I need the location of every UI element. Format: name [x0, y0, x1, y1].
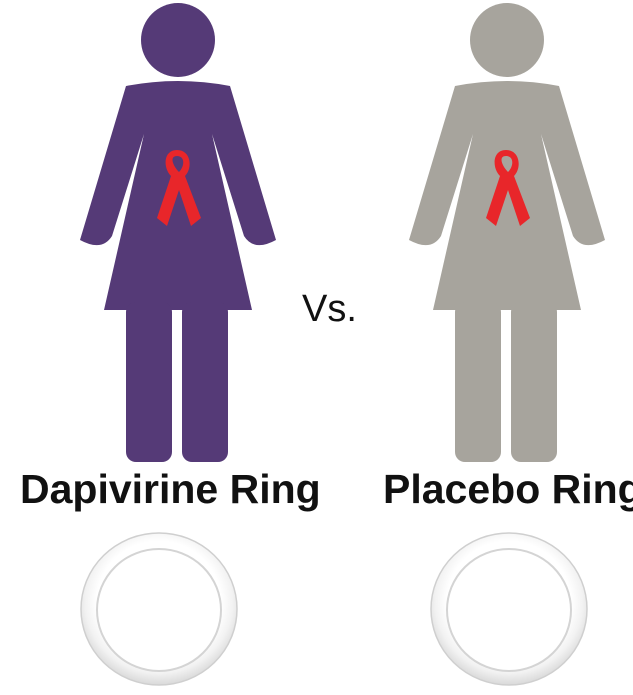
woman-figure-icon — [80, 3, 276, 462]
placebo-ring-image — [428, 530, 590, 688]
dapivirine-woman-figure — [76, 0, 276, 470]
vaginal-ring-icon — [78, 530, 240, 688]
dapivirine-ring-image — [78, 530, 240, 688]
vaginal-ring-icon — [428, 530, 590, 688]
placebo-ring-label: Placebo Ring — [383, 466, 633, 513]
woman-figure-icon — [409, 3, 605, 462]
versus-label: Vs. — [302, 288, 357, 331]
placebo-woman-figure — [405, 0, 605, 470]
dapivirine-ring-label: Dapivirine Ring — [20, 466, 321, 513]
